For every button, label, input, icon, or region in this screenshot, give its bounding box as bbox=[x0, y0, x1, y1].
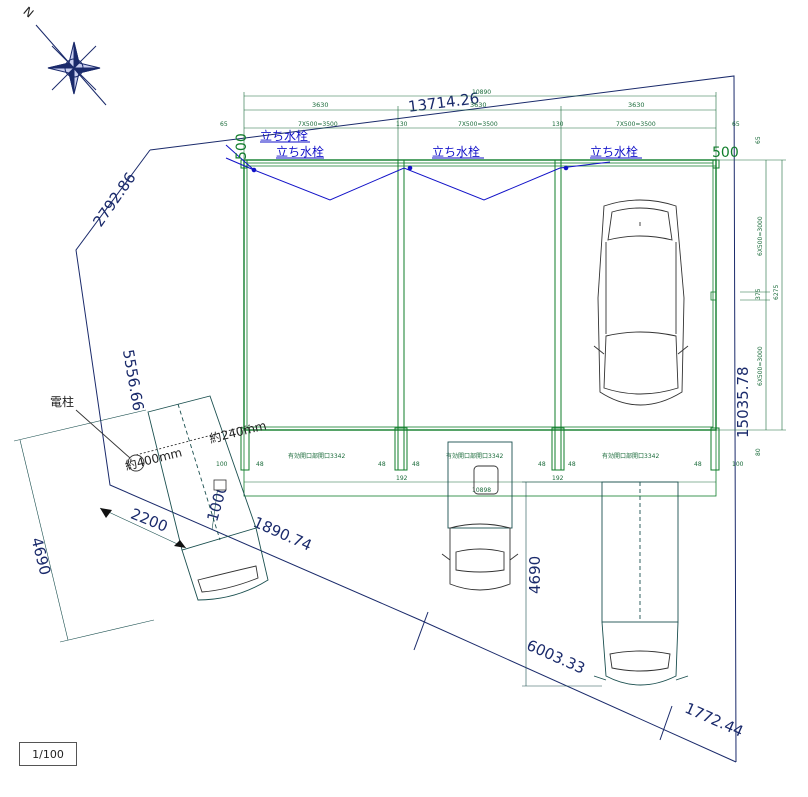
left-in: 100 bbox=[216, 461, 228, 468]
boundary-bottom-a-label: 1890.74 bbox=[250, 513, 314, 555]
car-parked bbox=[593, 199, 689, 406]
top-dimensions bbox=[243, 92, 717, 160]
pole-distance-label: 約400mm bbox=[123, 444, 183, 473]
right-dimensions bbox=[716, 159, 786, 431]
water-tap-label-4: 立ち水栓 bbox=[590, 144, 638, 159]
carport-total-width: 10890 bbox=[472, 89, 491, 96]
site-boundary bbox=[75, 75, 737, 763]
depth-total: 6275 bbox=[773, 285, 780, 300]
post-2: 48 bbox=[378, 461, 386, 468]
post-gap-2: 192 bbox=[552, 475, 564, 482]
roof-edge-right-label: 500 bbox=[712, 145, 739, 161]
post-3: 48 bbox=[412, 461, 420, 468]
depth-c: 6X500=3000 bbox=[757, 346, 764, 386]
carport-bay-1: 3630 bbox=[312, 101, 329, 109]
water-line bbox=[225, 144, 611, 201]
depth-b: 375 bbox=[755, 288, 762, 300]
car-angled-dims bbox=[13, 409, 219, 643]
water-tap-label-3: 立ち水栓 bbox=[432, 144, 480, 159]
car-length-label: 4690 bbox=[28, 536, 55, 577]
utility-pole bbox=[75, 409, 251, 472]
car-angled bbox=[147, 395, 269, 601]
depth-edge: 65 bbox=[755, 136, 762, 144]
car-right bbox=[593, 481, 689, 686]
post-6: 48 bbox=[694, 461, 702, 468]
depth-big: 15035.78 bbox=[734, 366, 752, 438]
carport-span-2: 7X500=3500 bbox=[458, 121, 498, 128]
right-in: 100 bbox=[732, 461, 744, 468]
north-label: N bbox=[20, 4, 36, 20]
boundary-left-label: 5556.66 bbox=[119, 348, 147, 412]
pole-distance-label-2: 約240mm bbox=[208, 417, 268, 446]
boundary-bottom-c-label: 1772.44 bbox=[682, 699, 746, 741]
inner-width: 10898 bbox=[472, 487, 491, 494]
carport-mid-1: 130 bbox=[396, 121, 408, 128]
roof-edge-left-label: 500 bbox=[234, 133, 250, 160]
depth-a: 6X500=3000 bbox=[757, 216, 764, 256]
post-4: 48 bbox=[538, 461, 546, 468]
carport-edge-right: 65 bbox=[732, 121, 740, 128]
car-right-length-dim bbox=[522, 481, 602, 687]
opening-1: 有効開口部開口3342 bbox=[288, 452, 345, 460]
carport-bay-3: 3630 bbox=[628, 101, 645, 109]
carport-bay-2: 3630 bbox=[470, 101, 487, 109]
carport-span-1: 7X500=3500 bbox=[298, 121, 338, 128]
post-1: 48 bbox=[256, 461, 264, 468]
water-tap-label-1: 立ち水栓 bbox=[260, 128, 308, 143]
carport-frame bbox=[240, 159, 720, 497]
scale-label: 1/100 bbox=[19, 742, 77, 766]
north-arrow-icon bbox=[35, 24, 107, 106]
boundary-slope-label: 2792.86 bbox=[89, 169, 139, 230]
carport-mid-2: 130 bbox=[552, 121, 564, 128]
depth-bottom-edge: 80 bbox=[755, 448, 762, 456]
opening-3: 有効開口部開口3342 bbox=[602, 452, 659, 460]
carport-span-3: 7X500=3500 bbox=[616, 121, 656, 128]
post-5: 48 bbox=[568, 461, 576, 468]
opening-2: 有効開口部開口3342 bbox=[446, 452, 503, 460]
car-right-length: 4690 bbox=[526, 556, 544, 594]
water-tap-label-2: 立ち水栓 bbox=[276, 144, 324, 159]
post-gap-1: 192 bbox=[396, 475, 408, 482]
car-middle bbox=[441, 441, 519, 591]
carport-edge-left: 65 bbox=[220, 121, 228, 128]
pole-label: 電柱 bbox=[50, 394, 74, 409]
